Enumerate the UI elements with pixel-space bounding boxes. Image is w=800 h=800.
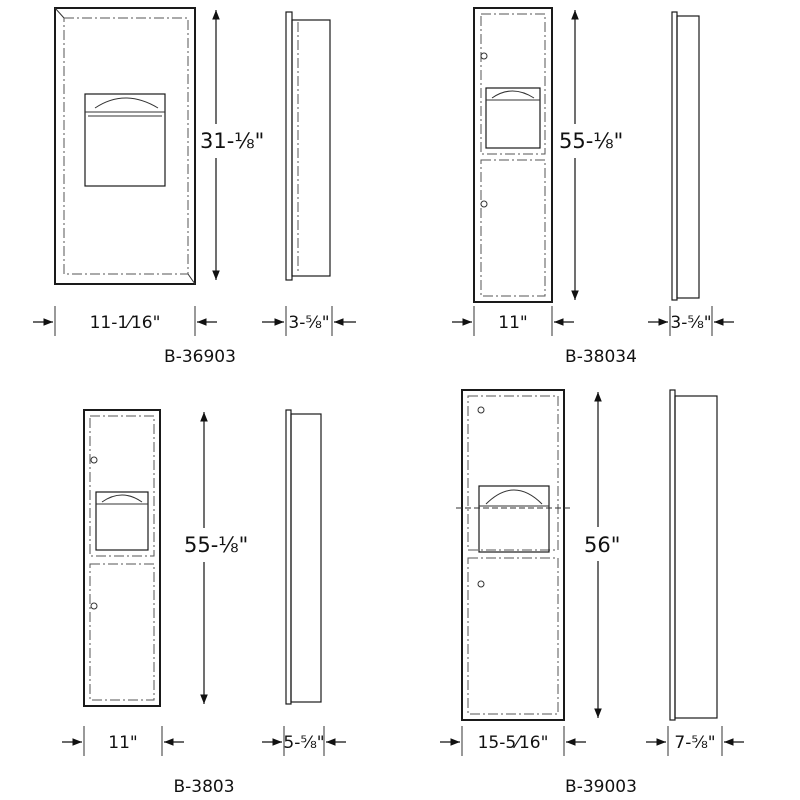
front-view: [83, 409, 161, 707]
width-dim: 11-1⁄16": [33, 306, 217, 336]
height-label: 55-⅛": [184, 533, 248, 557]
width-label: 11": [498, 313, 527, 333]
depth-label: 3-⅝": [670, 313, 711, 333]
depth-dim: 7-⅝": [646, 726, 744, 756]
unit-b38034: 55-⅛" 11" 3-⅝" B-38034: [452, 7, 734, 367]
model-label: B-36903: [164, 347, 236, 367]
side-view: [671, 11, 700, 301]
depth-dim: 5-⅝": [262, 726, 346, 756]
depth-dim: 3-⅝": [262, 306, 356, 336]
unit-b36903: 31-⅛" 11-1⁄16" 3-⅝" B-36903: [33, 7, 356, 367]
height-label: 56": [584, 533, 620, 557]
front-view: [54, 7, 196, 285]
width-label: 15-5⁄16": [478, 733, 549, 753]
paper-towel-opening: [95, 491, 149, 551]
paper-towel-opening: [485, 87, 541, 149]
width-dim: 11": [452, 306, 574, 336]
unit-b39003: 56" 15-5⁄16" 7-⅝" B-39003: [440, 389, 744, 797]
width-dim: 11": [62, 726, 184, 756]
model-label: B-39003: [565, 777, 637, 797]
depth-label: 7-⅝": [674, 733, 715, 753]
depth-label: 5-⅝": [283, 733, 324, 753]
depth-dim: 3-⅝": [648, 306, 734, 336]
unit-b3803: 55-⅛" 11" 5-⅝" B-3803: [62, 409, 346, 797]
front-view: [473, 7, 553, 303]
paper-towel-opening: [456, 485, 570, 553]
model-label: B-38034: [565, 347, 637, 367]
side-view: [285, 409, 322, 705]
model-label: B-3803: [173, 777, 234, 797]
side-view: [285, 11, 331, 281]
height-label: 55-⅛": [559, 129, 623, 153]
height-dim: 55-⅛": [184, 412, 250, 704]
depth-label: 3-⅝": [288, 313, 329, 333]
height-label: 31-⅛": [200, 129, 264, 153]
height-dim: 31-⅛": [196, 10, 264, 280]
side-view: [669, 389, 718, 721]
width-label: 11-1⁄16": [90, 313, 161, 333]
height-dim: 55-⅛": [556, 10, 623, 300]
height-dim: 56": [580, 392, 626, 718]
width-label: 11": [108, 733, 137, 753]
width-dim: 15-5⁄16": [440, 726, 586, 756]
paper-towel-opening: [84, 93, 166, 187]
front-view: [456, 389, 570, 721]
